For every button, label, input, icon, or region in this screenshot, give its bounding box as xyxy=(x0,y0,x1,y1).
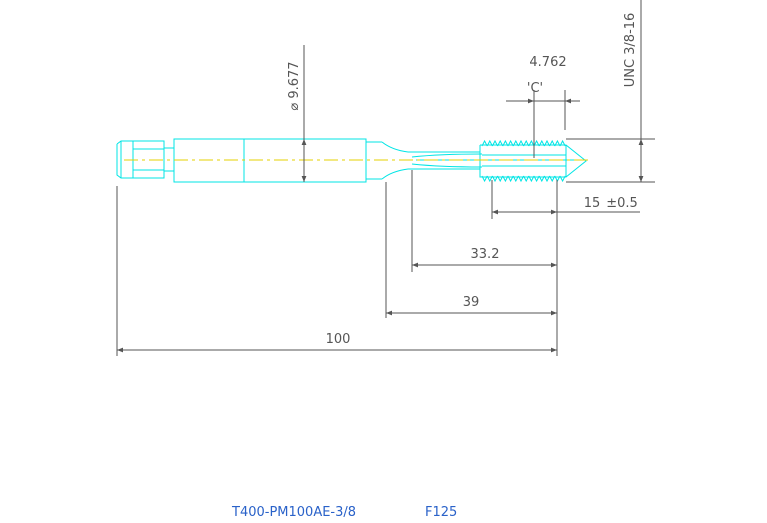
thread-tooth-bottom xyxy=(512,175,519,183)
thread-tooth-top xyxy=(517,139,525,147)
code-label: F125 xyxy=(425,505,457,520)
thread-envelope xyxy=(479,144,587,178)
diameter-label: ⌀ 9.677 xyxy=(287,61,302,110)
thread-tooth-top xyxy=(502,139,509,147)
overall-length-label: 100 xyxy=(326,332,351,347)
thread-tooth-top xyxy=(491,139,499,147)
thread-tooth-top xyxy=(528,139,535,147)
part-number-label: T400-PM100AE-3/8 xyxy=(231,505,356,520)
thread-tooth-top xyxy=(497,139,504,147)
thread-tooth-bottom xyxy=(533,175,540,183)
thread-tooth-top xyxy=(507,139,514,147)
thread-tooth-top xyxy=(533,139,540,147)
thread-tooth-top xyxy=(554,139,561,147)
chamfer-size-label: 4.762 xyxy=(529,55,566,70)
dimension-lines xyxy=(117,0,644,353)
neck-outline xyxy=(381,141,409,180)
thread-spec-label: UNC 3/8-16 xyxy=(623,13,638,88)
thread-tooth-top xyxy=(538,139,545,147)
flute-lines xyxy=(411,153,483,168)
thread-tooth-bottom xyxy=(507,175,514,183)
thread-tooth-bottom xyxy=(549,175,556,183)
thread-tolerance-label: ±0.5 xyxy=(606,196,638,211)
thread-tooth-bottom xyxy=(517,175,525,183)
thread-tooth-bottom xyxy=(523,175,530,183)
flute-length-label: 33.2 xyxy=(471,247,500,262)
thread-tooth-bottom xyxy=(559,175,566,183)
thread-tooth-top xyxy=(512,139,519,147)
thread-tooth-bottom xyxy=(502,175,509,183)
chamfer-tag-label: 'C' xyxy=(527,81,543,96)
neck-length-label: 39 xyxy=(463,295,480,310)
thread-tooth-bottom xyxy=(486,175,493,183)
extension-lines xyxy=(116,45,655,356)
thread-tooth-bottom xyxy=(543,175,551,183)
thread-tooth-bottom xyxy=(481,175,488,183)
thread-teeth xyxy=(481,139,566,183)
thread-tooth-bottom xyxy=(491,175,499,183)
thread-tooth-top xyxy=(481,139,488,147)
thread-tooth-bottom xyxy=(528,175,535,183)
thread-tooth-top xyxy=(549,139,556,147)
thread-tooth-bottom xyxy=(538,175,545,183)
thread-tooth-top xyxy=(523,139,530,147)
thread-tooth-bottom xyxy=(497,175,504,183)
thread-tooth-top xyxy=(559,139,566,147)
thread-tooth-top xyxy=(543,139,551,147)
thread-tooth-top xyxy=(486,139,493,147)
thread-length-label: 15 xyxy=(584,196,601,211)
